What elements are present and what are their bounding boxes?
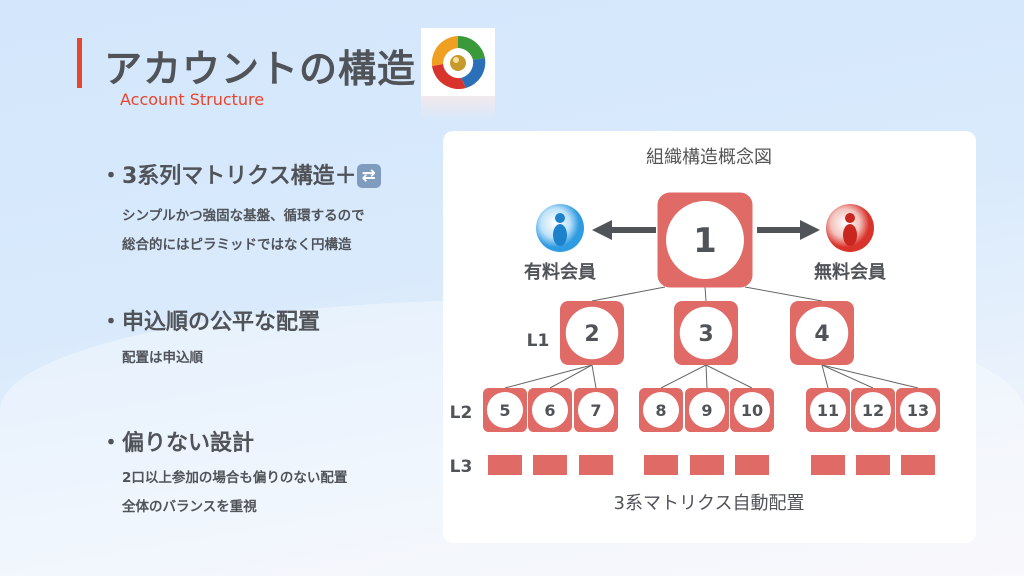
l2-node: 8 — [639, 388, 683, 432]
connector-line — [821, 364, 874, 389]
arrow-right-icon — [757, 220, 820, 240]
connector-line — [704, 286, 707, 302]
node-number: 3 — [698, 322, 713, 347]
arrow-left-icon — [592, 220, 656, 240]
l3-slot — [811, 455, 845, 475]
l3-slot — [488, 455, 522, 475]
bullet-text: ・3系列マトリクス構造＋ — [100, 164, 357, 189]
connector-line — [591, 286, 666, 302]
paid-member-label: 有料会員 — [524, 261, 596, 283]
connector-line — [821, 364, 829, 389]
connector-line — [705, 364, 753, 389]
l1-node: 2 — [560, 301, 624, 365]
node-number: 6 — [544, 401, 555, 420]
node-number: 4 — [814, 322, 829, 347]
title-accent-bar — [77, 38, 82, 88]
node-number: 8 — [655, 401, 666, 420]
desc-line: 2口以上参加の場合も偏りのない配置 — [122, 470, 348, 486]
desc-line: シンプルかつ強固な基盤、循環するので — [122, 208, 365, 224]
node-number: 13 — [907, 401, 929, 420]
connector-line — [549, 364, 593, 389]
l2-node: 11 — [806, 388, 850, 432]
l3-slot — [644, 455, 678, 475]
l1-node: 4 — [790, 301, 854, 365]
l2-node: 9 — [685, 388, 729, 432]
level-l3-label: L3 — [450, 457, 473, 477]
desc-line: 全体のバランスを重視 — [122, 499, 257, 515]
node-number: 5 — [499, 401, 510, 420]
logo — [421, 28, 495, 96]
page-title: アカウントの構造 — [104, 47, 417, 91]
desc-line: 配置は申込順 — [122, 350, 203, 366]
bullet-2-desc: 配置は申込順 — [122, 344, 203, 373]
diagram-title: 組織構造概念図 — [646, 146, 772, 168]
connector-line — [821, 364, 919, 389]
l2-node: 10 — [730, 388, 774, 432]
bullet-heading-1: ・3系列マトリクス構造＋⇄ — [100, 158, 381, 190]
l3-slot — [690, 455, 724, 475]
connector-line — [705, 364, 708, 389]
connector-line — [591, 364, 597, 389]
node-number: 1 — [693, 221, 717, 261]
level-l1-label: L1 — [527, 331, 550, 351]
l3-slot — [579, 455, 613, 475]
l1-node: 3 — [674, 301, 738, 365]
free-member-icon — [826, 204, 874, 252]
connector-line — [504, 364, 593, 389]
page-subtitle: Account Structure — [120, 90, 265, 109]
root-node: 1 — [657, 192, 753, 288]
l2-node: 6 — [528, 388, 572, 432]
bullet-heading-3: ・偏りない設計 — [100, 431, 255, 456]
node-number: 11 — [817, 401, 839, 420]
paid-member-icon — [536, 204, 584, 252]
level-l2-label: L2 — [450, 403, 473, 423]
desc-line: 総合的にはピラミッドではなく円構造 — [122, 237, 352, 253]
repeat-icon: ⇄ — [356, 164, 381, 188]
logo-reflection — [421, 96, 495, 120]
bullet-1-desc: シンプルかつ強固な基盤、循環するので総合的にはピラミッドではなく円構造 — [122, 202, 365, 260]
l3-slot — [901, 455, 935, 475]
bullet-3-desc: 2口以上参加の場合も偏りのない配置全体のバランスを重視 — [122, 464, 347, 522]
l2-node: 13 — [896, 388, 940, 432]
l3-slot — [856, 455, 890, 475]
l3-slot — [533, 455, 567, 475]
node-number: 9 — [701, 401, 712, 420]
connector-line — [744, 286, 823, 302]
l2-node: 7 — [574, 388, 618, 432]
node-number: 10 — [741, 401, 763, 420]
node-number: 2 — [584, 322, 599, 347]
l2-node: 5 — [483, 388, 527, 432]
l3-slot — [735, 455, 769, 475]
l2-node: 12 — [851, 388, 895, 432]
diagram-footer: 3系マトリクス自動配置 — [614, 493, 805, 514]
node-number: 12 — [862, 401, 884, 420]
connector-line — [660, 364, 707, 389]
node-number: 7 — [590, 401, 601, 420]
bullet-heading-2: ・申込順の公平な配置 — [100, 310, 321, 335]
free-member-label: 無料会員 — [814, 261, 886, 283]
